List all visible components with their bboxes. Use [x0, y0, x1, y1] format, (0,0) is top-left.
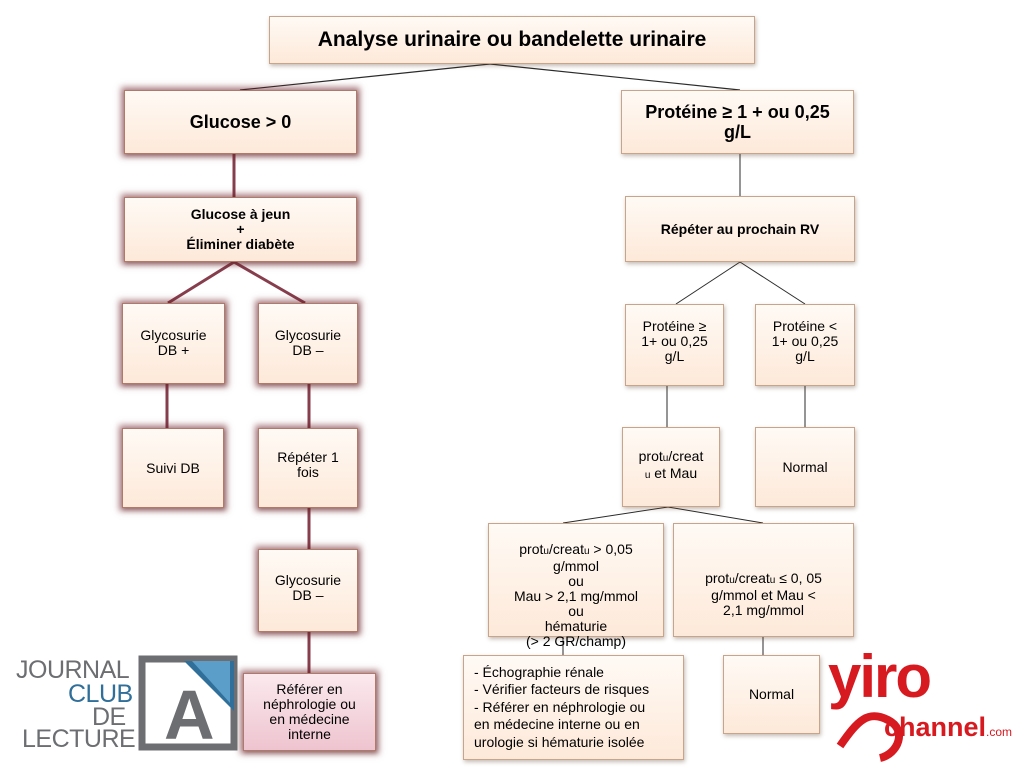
channel-com: .com	[986, 725, 1013, 739]
logo-a-mark: A	[138, 655, 238, 751]
logo-de-text: DE	[92, 703, 126, 731]
proteine-ge-node: Protéine ≥ 1+ ou 0,25 g/L	[625, 304, 724, 386]
normal-node-2: Normal	[723, 655, 820, 734]
high-sub-b: u	[583, 546, 590, 557]
channel-word: channel	[884, 712, 987, 742]
low-sub-a: u	[729, 575, 735, 586]
high-text-b: /creat	[548, 541, 584, 557]
logo-lecture-text: LECTURE	[22, 725, 136, 753]
protu-low-node: protu/creatu ≤ 0, 05 g/mmol et Mau < 2,1…	[673, 523, 854, 637]
glucose-node: Glucose > 0	[124, 90, 357, 154]
logo-journal-text: JOURNAL	[16, 656, 130, 684]
repeter-1-fois-node: Répéter 1 fois	[258, 428, 358, 508]
protu-text-b: /creat	[668, 448, 704, 464]
actions-list-node: - Échographie rénale - Vérifier facteurs…	[463, 655, 684, 760]
repeter-rv-node: Répéter au prochain RV	[625, 196, 855, 262]
low-text-a: prot	[705, 570, 730, 586]
proteine-node: Protéine ≥ 1 + ou 0,25 g/L	[621, 90, 854, 154]
glycosurie-db-minus-2-node: Glycosurie DB –	[258, 549, 358, 632]
logo-a-letter: A	[164, 676, 215, 751]
proteine-lt-node: Protéine < 1+ ou 0,25 g/L	[755, 304, 855, 386]
suivi-db-node: Suivi DB	[122, 428, 224, 508]
high-text-c: > 0,05 g/mmol ou Mau > 2,1 mg/mmol ou hé…	[513, 541, 639, 649]
protu-sub-a: u	[662, 453, 669, 464]
low-text-c: ≤ 0, 05 g/mmol et Mau < 2,1 mg/mmol	[711, 570, 822, 618]
root-node: Analyse urinaire ou bandelette urinaire	[269, 16, 755, 64]
protu-text-c: et Mau	[650, 465, 698, 481]
high-text-a: prot	[519, 541, 544, 557]
high-sub-a: u	[543, 546, 549, 557]
protu-high-node: protu/creatu > 0,05 g/mmol ou Mau > 2,1 …	[488, 523, 664, 649]
channel-text: channel.com	[884, 712, 1012, 743]
logo-club-text: CLUB	[68, 680, 133, 708]
referer-nephrologie-node: Référer en néphrologie ou en médecine in…	[243, 673, 376, 751]
glucose-jeun-node: Glucose à jeun + Éliminer diabète	[124, 197, 357, 262]
yiro-text: yiro	[828, 643, 932, 710]
protu-sub-b: u	[644, 470, 651, 481]
glycosurie-db-minus-node: Glycosurie DB –	[258, 303, 358, 384]
low-sub-b: u	[769, 575, 776, 586]
normal-node-1: Normal	[755, 427, 855, 507]
yiro-ribbon	[836, 712, 903, 762]
yirochannel-logo: yiro channel.com	[828, 643, 1020, 762]
journal-club-logo: JOURNAL CLUB DE LECTURE A	[12, 655, 242, 755]
low-text-b: /creat	[734, 570, 770, 586]
glycosurie-db-plus-node: Glycosurie DB +	[122, 303, 225, 384]
protu-text-a: prot	[638, 448, 663, 464]
